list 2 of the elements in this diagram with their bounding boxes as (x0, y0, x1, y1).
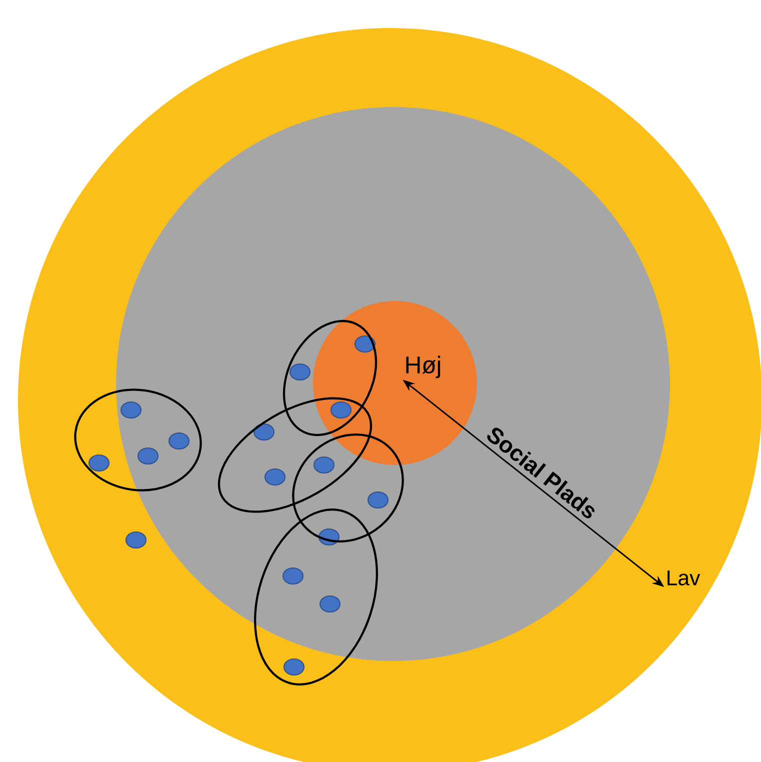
level-label: Lav (668, 570, 700, 586)
level-label: Høj (406, 356, 440, 378)
